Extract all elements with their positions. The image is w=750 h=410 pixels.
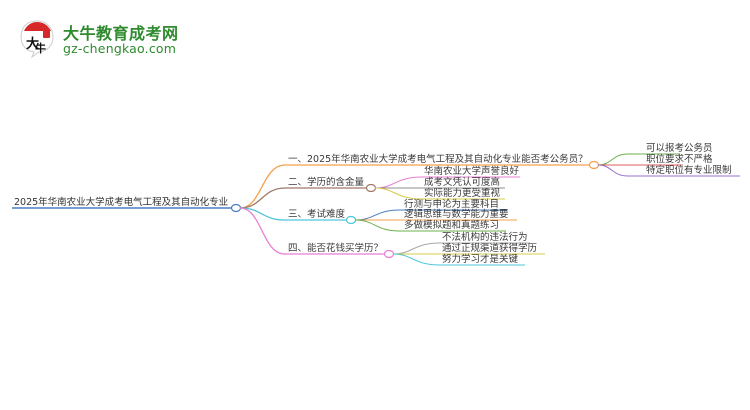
leaf-1-3[interactable]: 特定职位有专业限制 [646, 165, 732, 176]
leaf-4-3[interactable]: 努力学习才是关键 [442, 254, 519, 265]
leaf-3-3[interactable]: 多做模拟题和真题练习 [404, 220, 500, 231]
logo-title: 大牛教育成考网 [63, 24, 179, 43]
logo-url: gz-chengkao.com [63, 41, 177, 56]
svg-text:牛: 牛 [35, 41, 46, 55]
branch-4-node[interactable]: 四、能否花钱买学历？ [288, 243, 384, 254]
leaf-4-2[interactable]: 通过正规渠道获得学历 [442, 243, 538, 254]
leaf-1-2[interactable]: 职位要求不严格 [646, 154, 713, 165]
branch-3-node[interactable]: 三、考试难度 [288, 209, 346, 220]
site-logo[interactable]: 大 牛 大牛教育成考网 gz-chengkao.com [14, 14, 214, 64]
leaf-2-3[interactable]: 实际能力更受重视 [424, 188, 501, 199]
branch-2-node[interactable]: 二、学历的含金量 [288, 177, 365, 188]
leaf-3-1[interactable]: 行测与申论为主要科目 [404, 199, 500, 210]
leaf-2-1[interactable]: 华南农业大学声誉良好 [424, 166, 520, 177]
leaf-4-1[interactable]: 不法机构的违法行为 [442, 232, 528, 243]
leaf-1-1[interactable]: 可以报考公务员 [646, 143, 713, 154]
svg-text:大: 大 [26, 36, 39, 52]
leaf-3-2[interactable]: 逻辑思维与数学能力重要 [404, 209, 509, 220]
branch-1-node[interactable]: 一、2025年华南农业大学成考电气工程及其自动化专业能否考公务员？ [288, 154, 588, 165]
leaf-2-2[interactable]: 成考文凭认可度高 [424, 177, 501, 188]
logo-badge-icon: 大 牛 [20, 20, 54, 58]
root-node[interactable]: 2025年华南农业大学成考电气工程及其自动化专业 [14, 197, 229, 208]
